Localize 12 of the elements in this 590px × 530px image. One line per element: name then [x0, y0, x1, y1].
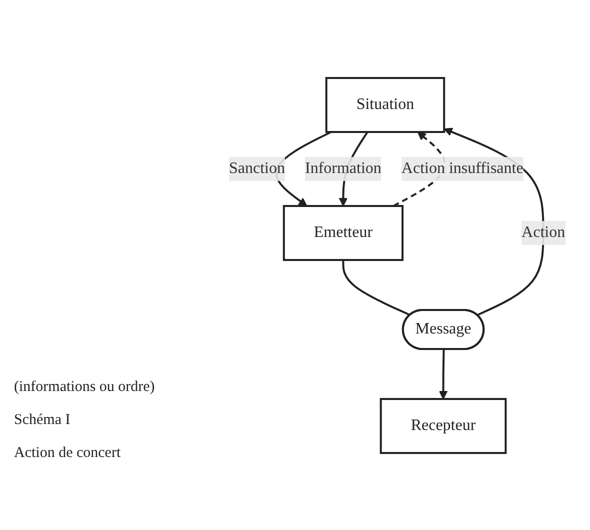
edge-label: Action insuffisante — [401, 159, 524, 176]
note-text: Schéma I — [14, 412, 72, 429]
node-box: Situation — [325, 76, 446, 132]
edge-label: Information — [304, 159, 382, 176]
node-box: Emetteur — [282, 204, 404, 260]
note-text: Action de concert — [14, 445, 122, 462]
node-box: Recepteur — [380, 397, 507, 454]
edge-label: Action — [522, 223, 566, 240]
arrow — [438, 348, 448, 399]
edge-label: Sanction — [228, 159, 285, 176]
note-text: (informations ou ordre) — [14, 379, 156, 396]
connector — [342, 260, 411, 316]
